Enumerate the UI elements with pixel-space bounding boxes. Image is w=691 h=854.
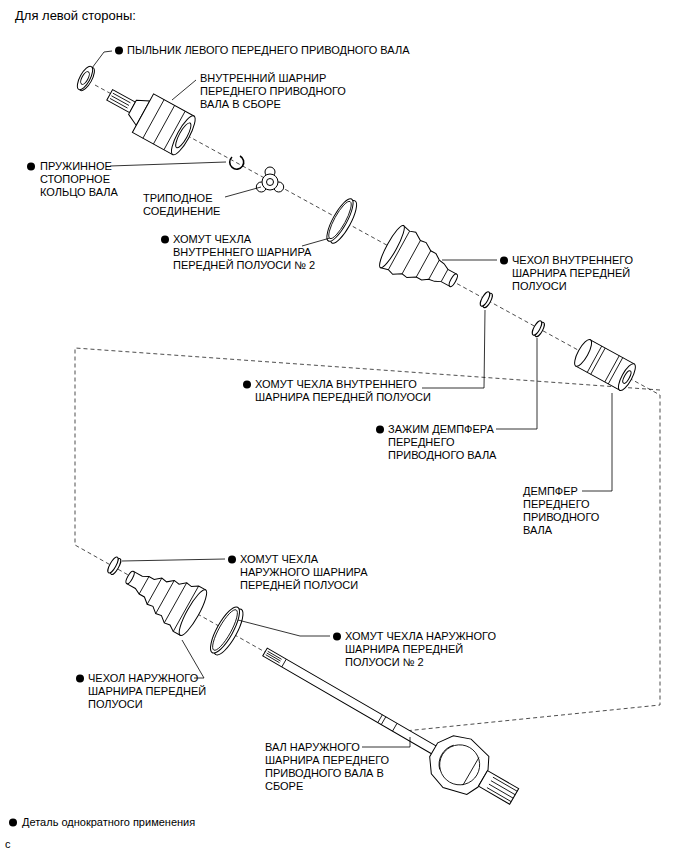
leader-line <box>110 162 226 166</box>
outer-boot <box>124 570 135 585</box>
boot-band <box>205 603 248 658</box>
inner-joint <box>173 121 193 149</box>
leader-line <box>422 310 485 388</box>
spline-lines <box>264 649 286 667</box>
part-label: ЗАЖИМ ДЕМПФЕРА ПЕРЕДНЕГО ПРИВОДНОГО ВАЛА <box>388 423 501 462</box>
legend-text: Деталь однократного применения <box>22 816 195 829</box>
outer-boot <box>115 554 211 639</box>
inner-boot <box>376 223 467 302</box>
shaft-groove <box>378 715 397 731</box>
part-label: ХОМУТ ЧЕХЛА ВНУТРЕННЕГО ШАРНИРА ПЕРЕДНЕЙ… <box>255 378 435 404</box>
boot-band <box>209 607 242 653</box>
damper <box>621 370 632 385</box>
boot-band <box>106 556 123 576</box>
inner-boot <box>448 273 459 288</box>
part-label: ВНУТРЕННИЙ ШАРНИР ПЕРЕДНЕГО ПРИВОДНОГО В… <box>200 72 350 111</box>
damper-clamp <box>531 320 544 337</box>
leader-line <box>582 393 612 491</box>
outer-shaft <box>251 628 528 821</box>
leader-line <box>92 51 112 68</box>
leader-line <box>225 187 261 197</box>
part-label: ХОМУТ ЧЕХЛА ВНУТРЕННЕГО ШАРНИРА ПЕРЕДНЕЙ… <box>173 233 320 272</box>
snap-ring <box>230 156 244 169</box>
outer-joint <box>420 726 497 803</box>
tripod-hub <box>262 174 278 190</box>
axis-line <box>95 85 660 731</box>
tripod-hub <box>267 179 274 186</box>
part-label: ПРУЖИННОЕ СТОПОРНОЕ КОЛЬЦО ВАЛА <box>40 160 122 199</box>
leader-line <box>496 338 537 429</box>
one-time-use-dot <box>27 163 35 171</box>
part-label: ПЫЛЬНИК ЛЕВОГО ПЕРЕДНЕГО ПРИВОДНОГО ВАЛА <box>127 44 414 57</box>
part-label: ДЕМПФЕР ПЕРЕДНЕГО ПРИВОДНОГО ВАЛА <box>523 485 604 537</box>
part-label: ЧЕХОЛ НАРУЖНОГО ШАРНИРА ПЕРЕДНЕЙ ПОЛУОСИ <box>88 672 211 711</box>
damper-groove <box>587 346 622 384</box>
part-label: ТРИПОДНОЕ СОЕДИНЕНИЕ <box>143 192 225 218</box>
one-time-use-dot <box>161 236 169 244</box>
one-time-use-dot <box>228 556 236 564</box>
part-label: ВАЛ НАРУЖНОГО ШАРНИРА ПЕРЕДНЕГО ПРИВОДНО… <box>265 741 394 793</box>
inner-joint <box>99 76 199 158</box>
dust-seal <box>79 70 91 85</box>
damper-clamp <box>531 320 547 338</box>
part-label: ХОМУТ ЧЕХЛА НАРУЖНОГО ШАРНИРА ПЕРЕДНЕЙ П… <box>240 553 372 592</box>
part-label: ЧЕХОЛ ВНУТРЕННЕГО ШАРНИРА ПЕРЕДНЕЙ ПОЛУО… <box>512 254 638 293</box>
outer-joint-stub <box>479 771 519 805</box>
one-time-use-dot <box>115 47 123 55</box>
dust-seal <box>74 64 97 93</box>
spline-lines <box>487 777 517 801</box>
one-time-use-dot <box>76 675 84 683</box>
outer-boot <box>175 587 211 638</box>
dust-seal <box>74 64 95 92</box>
spline-lines <box>110 93 130 108</box>
inner-joint <box>167 113 199 157</box>
boot-band <box>479 291 492 308</box>
inner-boot <box>376 223 408 270</box>
leader-line <box>172 80 196 100</box>
leader-line <box>302 238 330 246</box>
one-time-use-dot <box>500 257 508 265</box>
boot-band <box>479 291 495 309</box>
boot-band <box>106 556 120 575</box>
outer-joint <box>434 741 479 786</box>
damper <box>571 337 638 392</box>
figure-code: c <box>5 838 15 851</box>
one-time-use-dot <box>376 426 384 434</box>
one-time-use-dot <box>333 633 341 641</box>
boot-band <box>205 603 244 656</box>
one-time-use-dot <box>243 381 251 389</box>
leader-line <box>122 559 225 561</box>
boot-band <box>325 199 355 241</box>
outer-joint <box>432 738 487 793</box>
part-label: ХОМУТ ЧЕХЛА НАРУЖНОГО ШАРНИРА ПЕРЕДНЕЙ П… <box>345 630 500 669</box>
tripod <box>256 167 283 192</box>
leader-line <box>362 737 410 747</box>
leader-line <box>442 260 497 261</box>
boot-band <box>322 196 357 245</box>
legend-marker <box>9 819 17 827</box>
page-title: Для левой стороны: <box>15 8 136 23</box>
leader-line <box>238 620 330 636</box>
damper <box>615 361 638 392</box>
axis-line <box>75 348 660 652</box>
damper <box>571 337 594 368</box>
